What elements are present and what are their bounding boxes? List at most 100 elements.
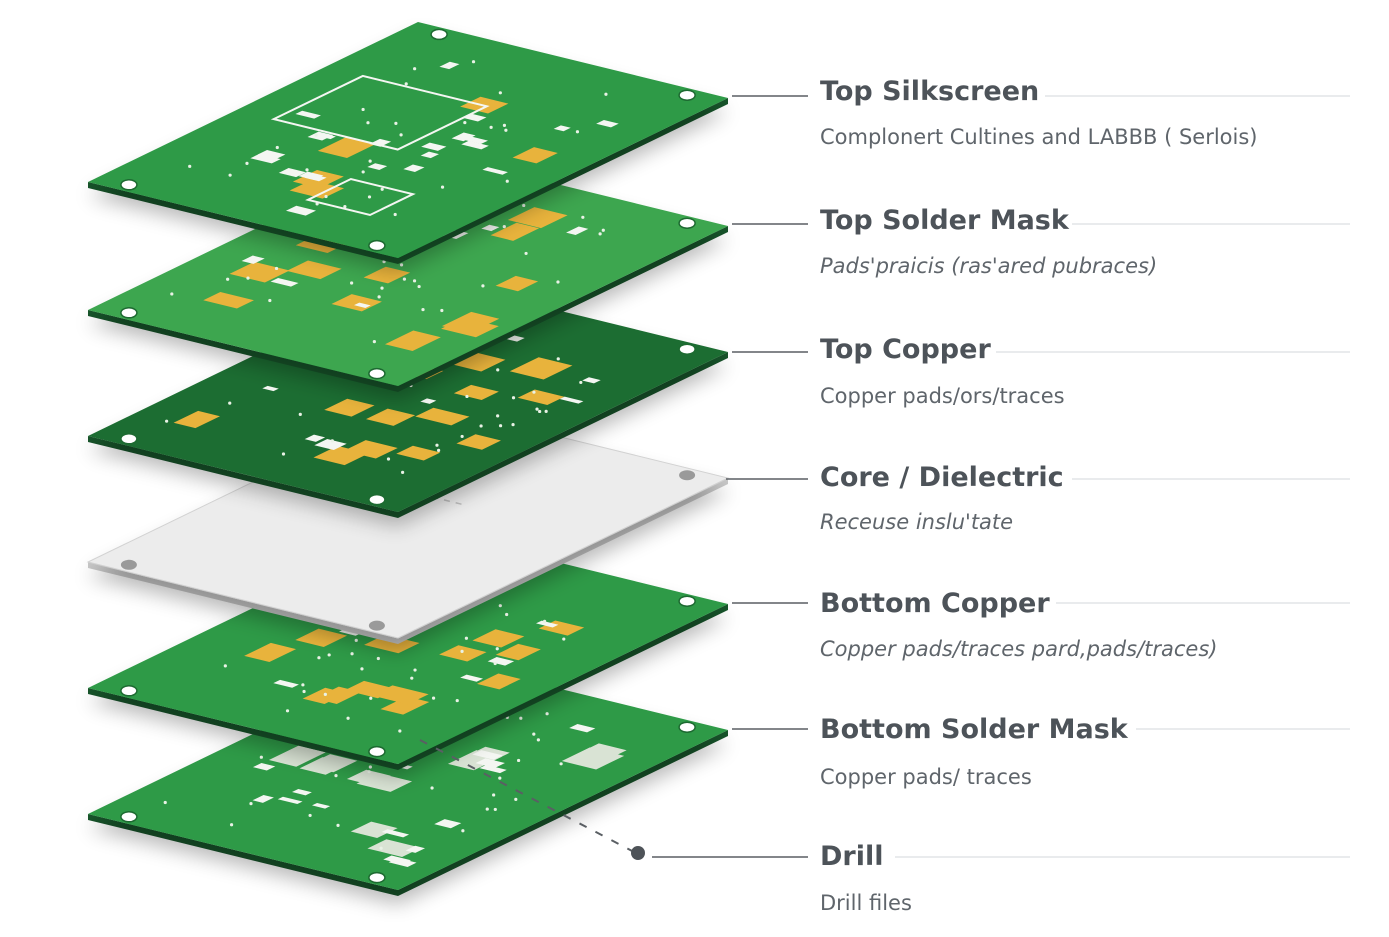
copper-pad [365,408,416,426]
via-dot [314,133,318,137]
label-desc-drill: Drill files [820,891,912,915]
silkscreen-mark [285,205,317,216]
board-edge-bottom-solder-mask [88,730,728,896]
copper-pad [203,292,254,309]
silkscreen-mark [481,224,500,232]
copper-pad [364,634,420,654]
via-dot [498,776,502,780]
copper-pad [384,330,441,351]
copper-pad [450,352,506,372]
via-dot [511,396,516,400]
mounting-hole [120,433,138,445]
board-edge-bottom-copper [88,604,728,770]
via-dot [360,667,364,671]
via-dot [368,159,372,163]
label-title-top-copper: Top Copper [820,334,991,365]
via-dot [226,277,230,281]
copper-pad [173,410,220,429]
copper-pad [495,275,539,292]
via-dot [399,133,403,137]
silkscreen-mark [381,829,410,838]
board-edge-top-copper [88,352,728,518]
silkscreen-mark [451,132,476,142]
via-dot [492,793,496,797]
mounting-hole [368,239,386,252]
copper-pad [380,696,430,715]
via-dot [532,732,536,736]
copper-pad [306,754,358,773]
via-dot [386,457,391,461]
label-desc-top-copper: Copper pads/ors/traces [820,384,1065,408]
mounting-hole [678,721,696,733]
copper-pad [415,407,470,426]
via-dot [440,308,444,313]
via-dot [361,170,365,174]
via-dot [330,439,334,443]
board-surface-top-solder-mask [88,150,728,386]
copper-pad [512,147,558,164]
silkscreen-mark [403,164,425,172]
silkscreen-mark [475,758,505,768]
label-title-bottom-solder-mask: Bottom Solder Mask [820,714,1128,745]
via-dot [367,770,371,774]
copper-pad [331,294,382,312]
mounting-hole [678,595,696,607]
copper-pad [313,445,369,466]
via-dot [399,263,404,267]
silkscreen-mark [307,131,334,141]
via-dot [350,281,354,285]
via-dot [401,470,405,474]
via-dot [485,807,489,811]
via-dot [598,232,602,236]
board-edge-core-dielectric [88,478,728,644]
board-bottom-copper [88,528,728,770]
mounting-hole [368,493,386,506]
silkscreen-mark [569,723,596,733]
board-edge-top-silkscreen [88,98,728,264]
via-dot [413,67,417,71]
via-dot [165,419,169,423]
via-dot [246,276,250,280]
via-dot [305,168,309,172]
via-dot [502,123,507,127]
via-dot [393,212,397,217]
via-dot [556,280,560,284]
silkscreen-mark [582,377,601,384]
copper-pad [561,747,625,770]
silkscreen-mark [434,819,462,829]
silkscreen-mark [262,385,279,392]
mounting-hole [120,685,138,697]
via-dot [421,307,425,312]
via-dot [437,448,441,453]
silkscreen-mark [460,674,484,682]
via-dot [538,409,542,414]
via-dot [354,638,358,642]
mounting-hole [368,871,386,884]
silkscreen-mark [250,153,281,164]
copper-pad [229,261,290,283]
board-bottom-solder-mask [88,654,728,896]
via-dot [327,653,331,657]
via-dot [361,107,365,112]
silkscreen-mark [252,762,276,771]
silkscreen-mark [270,277,299,287]
via-dot [545,712,549,716]
silkscreen-mark [479,764,507,774]
silkscreen-mark [354,302,371,308]
via-dot [461,829,465,833]
board-top-silkscreen [88,22,728,264]
via-dot [479,424,483,428]
board-surface-top-copper [88,276,728,512]
silkscreen-mark [273,679,299,688]
copper-pad [350,821,398,838]
via-dot [524,251,528,256]
via-dot [496,368,500,372]
via-dot [536,738,540,742]
via-dot [298,412,302,416]
via-dot [275,145,279,150]
via-dot [417,284,421,289]
via-dot [394,121,398,126]
mounting-hole [678,217,696,229]
